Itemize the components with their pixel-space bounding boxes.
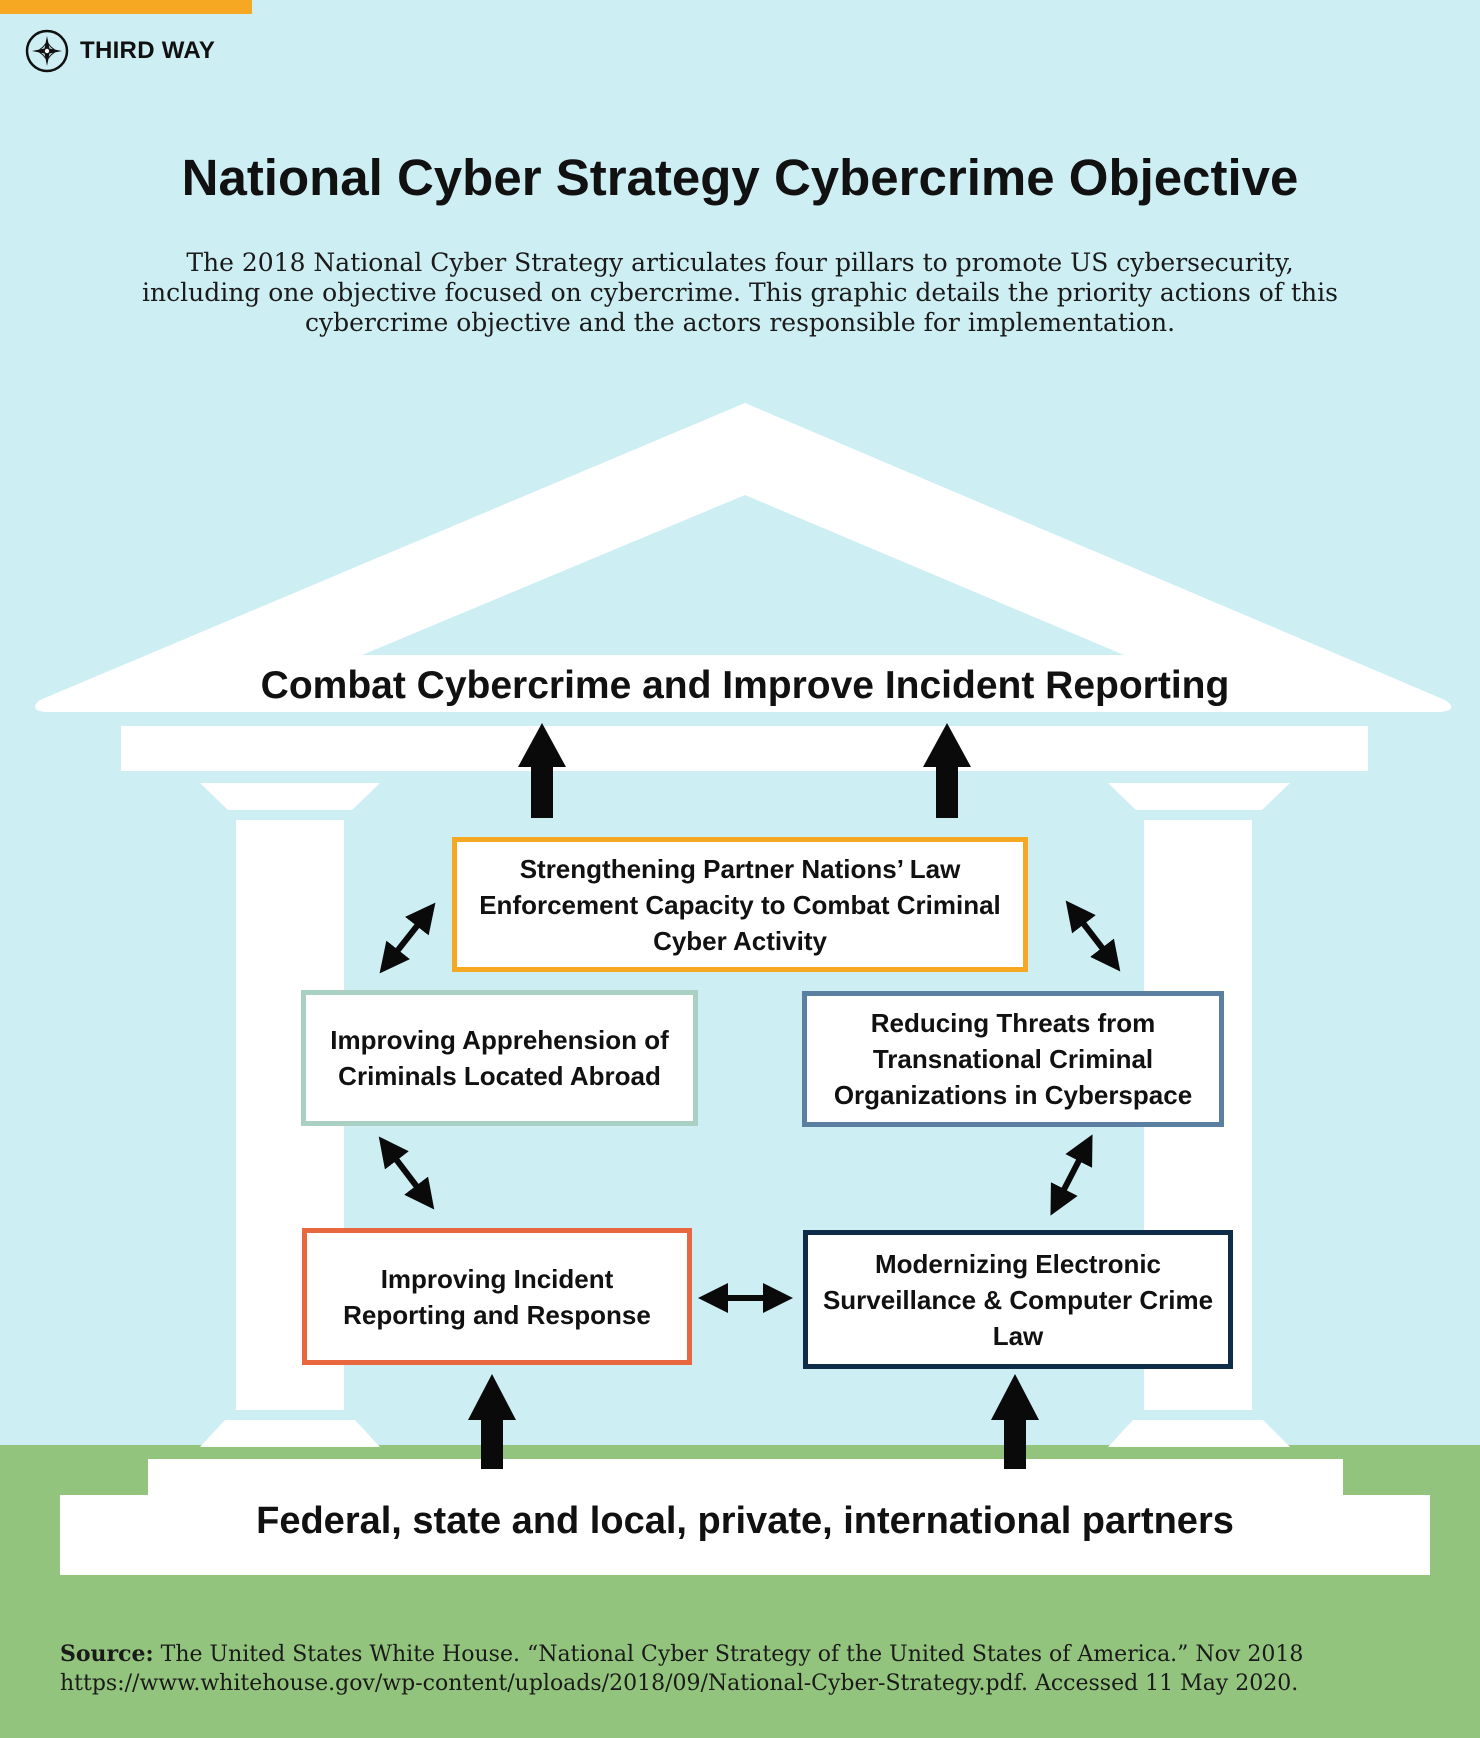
brand-logo[interactable]: THIRD WAY — [24, 27, 215, 75]
accent-bar — [0, 0, 252, 14]
source-label: Source: — [60, 1641, 154, 1667]
source-text: The United States White House. “National… — [60, 1642, 1304, 1696]
up-arrow-base-right — [991, 1374, 1039, 1469]
arrow-apprehension-incident — [378, 1136, 435, 1210]
action-box-transnational: Reducing Threats from Transnational Crim… — [802, 991, 1224, 1127]
up-arrow-right — [923, 723, 971, 818]
base-lower-step — [60, 1495, 1430, 1575]
up-arrow-left — [518, 723, 566, 818]
right-column-foot — [1108, 1420, 1290, 1447]
brand-name: THIRD WAY — [80, 37, 216, 64]
base-upper-step — [148, 1459, 1343, 1499]
action-box-incident: Improving Incident Reporting and Respons… — [302, 1228, 692, 1365]
up-arrow-base-left — [468, 1374, 516, 1469]
entablature — [121, 726, 1368, 771]
action-box-apprehension: Improving Apprehension of Criminals Loca… — [301, 990, 698, 1126]
page-title: National Cyber Strategy Cybercrime Objec… — [181, 149, 1299, 206]
right-column-capital — [1108, 783, 1290, 810]
arrow-strengthening-transnational — [1065, 900, 1121, 972]
compass-star-icon — [25, 29, 69, 73]
intro-paragraph: The 2018 National Cyber Strategy articul… — [142, 248, 1338, 337]
action-box-strengthening: Strengthening Partner Nations’ Law Enfor… — [452, 837, 1028, 972]
arrow-transnational-surveillance — [1050, 1134, 1093, 1216]
action-box-surveillance: Modernizing Electronic Surveillance & Co… — [803, 1230, 1233, 1369]
base-label: Federal, state and local, private, inter… — [256, 1500, 1234, 1542]
left-column-foot — [200, 1420, 380, 1447]
arrow-strengthening-apprehension — [379, 902, 436, 974]
left-column-capital — [200, 783, 380, 810]
roof — [35, 403, 1452, 712]
roof-label: Combat Cybercrime and Improve Incident R… — [260, 664, 1230, 707]
source-citation: Source: The United States White House. “… — [60, 1640, 1450, 1698]
